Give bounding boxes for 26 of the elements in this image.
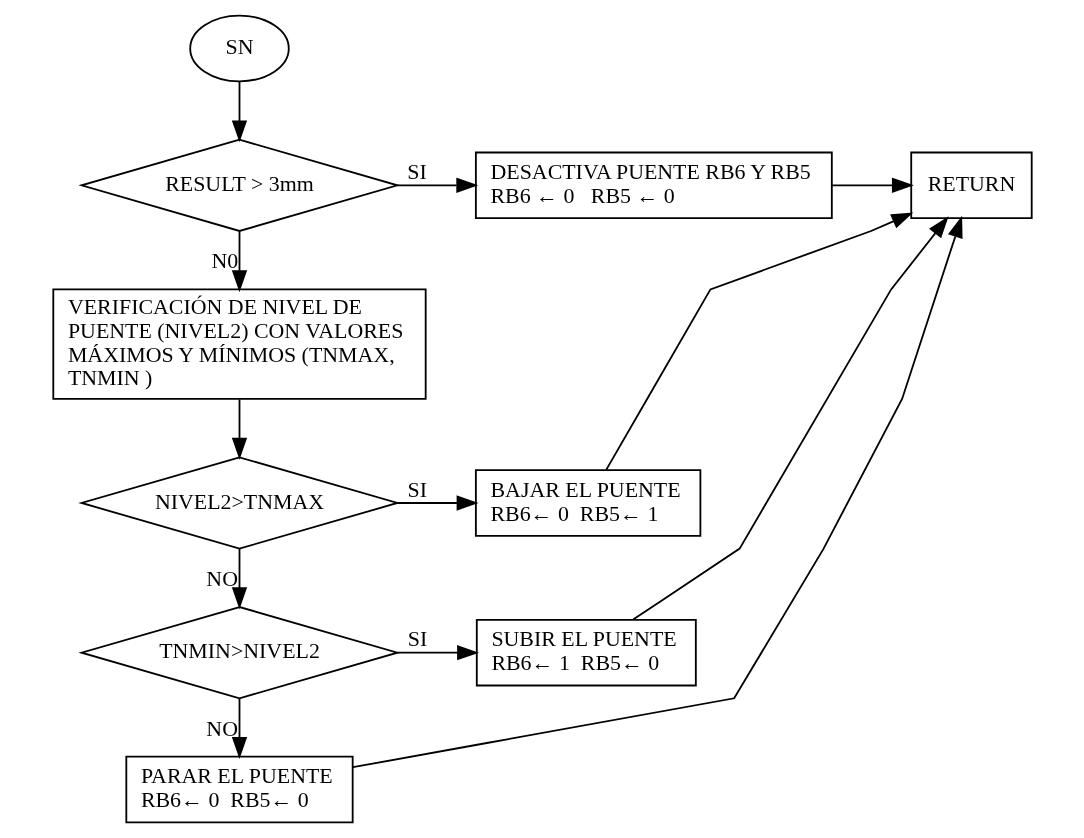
node-ellipse: SN bbox=[188, 14, 290, 83]
edge-label: SI bbox=[407, 476, 427, 502]
node-box: DESACTIVA PUENTE RB6 Y RB5 RB6 ← 0 RB5 ← 0 bbox=[474, 151, 833, 220]
arrow bbox=[830, 177, 914, 194]
arrow bbox=[231, 697, 247, 759]
node-box: PARAR EL PUENTE RB6← 0 RB5← 0 bbox=[124, 755, 354, 824]
edge-label: SI bbox=[406, 159, 427, 185]
node-diamond: NIVEL2>TNMAX bbox=[77, 456, 401, 550]
arrow bbox=[396, 644, 479, 661]
arrow bbox=[396, 177, 478, 194]
arrow bbox=[631, 216, 949, 621]
node-box: SUBIR EL PUENTE RB6← 1 RB5← 0 bbox=[475, 618, 697, 687]
arrow bbox=[231, 398, 247, 460]
edge-label: N0 bbox=[211, 248, 238, 274]
edge-label: SI bbox=[407, 626, 427, 652]
arrow bbox=[231, 547, 247, 610]
arrow bbox=[396, 495, 479, 511]
node-box: RETURN bbox=[909, 151, 1033, 220]
arrow bbox=[604, 212, 913, 471]
node-box: VERIFICACIÓN DE NIVEL DE PUENTE (NIVEL2) CON VALORES MÁXIMOS Y MÍNIMOS (TNMAX, TNMIN ) bbox=[51, 288, 427, 400]
edge-label: NO bbox=[205, 565, 238, 591]
arrow bbox=[351, 215, 963, 769]
edge-label: NO bbox=[205, 715, 238, 741]
arrow bbox=[231, 80, 247, 143]
node-box: BAJAR EL PUENTE RB6← 0 RB5← 1 bbox=[474, 469, 701, 537]
arrow bbox=[231, 230, 247, 293]
